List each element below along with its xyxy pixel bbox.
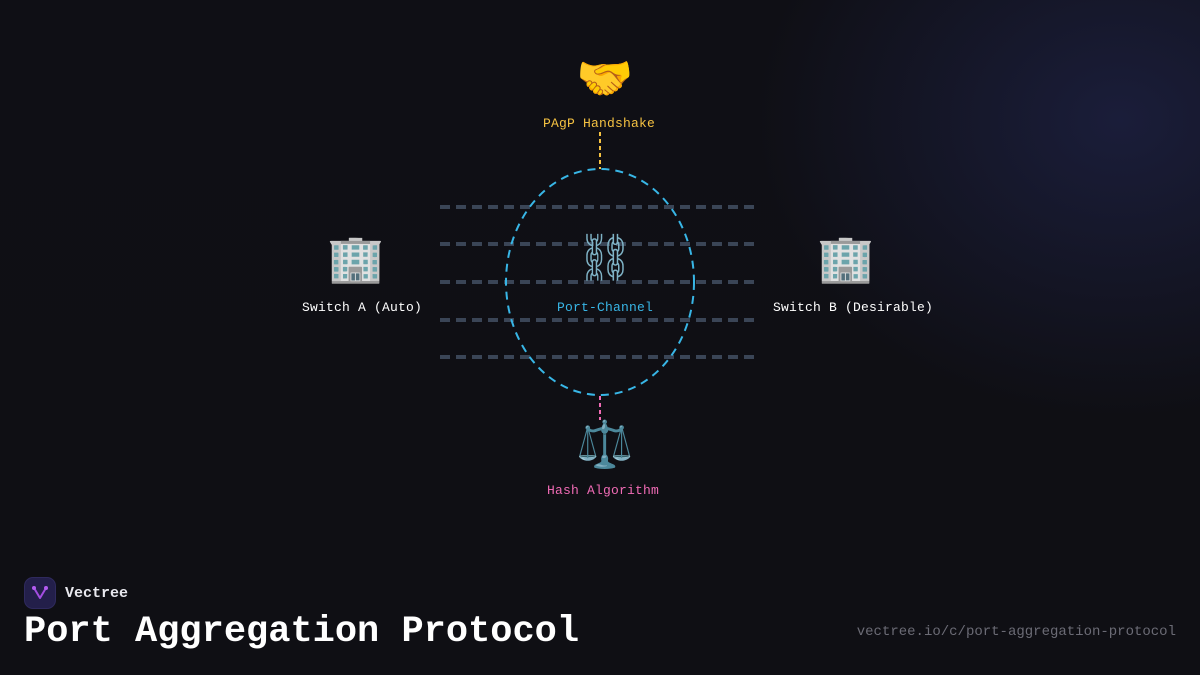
handshake-icon: 🤝 xyxy=(576,51,634,105)
handshake-label: PAgP Handshake xyxy=(542,116,656,131)
switch-b-label: Switch B (Desirable) xyxy=(772,300,934,315)
port-channel-ellipse xyxy=(505,168,695,396)
port-channel-label: Port-Channel xyxy=(556,300,654,315)
page-title: Port Aggregation Protocol xyxy=(24,611,580,653)
switch-a-icon: 🏢 xyxy=(327,231,385,285)
brand: Vectree xyxy=(24,577,128,609)
switch-b-icon: 🏢 xyxy=(817,231,875,285)
vectree-logo-icon xyxy=(24,577,56,609)
balance-scale-icon: ⚖️ xyxy=(576,417,634,471)
switch-a-label: Switch A (Auto) xyxy=(301,300,423,315)
source-url: vectree.io/c/port-aggregation-protocol xyxy=(856,624,1176,640)
logo-glyph-icon xyxy=(32,586,48,599)
brand-name: Vectree xyxy=(65,584,129,602)
chain-icon: ⛓ xyxy=(575,230,635,284)
physical-links xyxy=(440,205,760,359)
hash-label: Hash Algorithm xyxy=(546,483,660,498)
